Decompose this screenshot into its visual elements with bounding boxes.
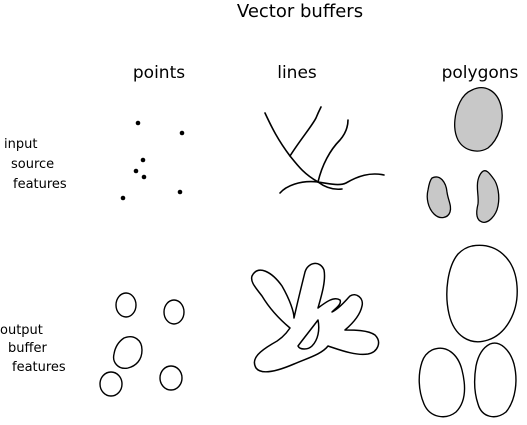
polygon-buffer-large — [446, 244, 518, 343]
output-point-buffers-group — [99, 292, 185, 397]
input-polygon-large — [454, 87, 503, 152]
row-label-input-line-2: source — [11, 157, 54, 172]
row-label-input-line-3: features — [13, 177, 67, 192]
input-line — [279, 173, 385, 194]
input-line — [289, 106, 322, 157]
input-point — [179, 130, 185, 136]
row-label-input: input source features — [4, 137, 67, 192]
row-label-output: output buffer features — [0, 323, 66, 375]
output-line-buffer-group — [250, 262, 380, 373]
input-points-group — [120, 120, 185, 201]
point-buffer — [99, 371, 123, 397]
point-buffer-merged — [112, 336, 143, 369]
input-line — [317, 119, 349, 183]
input-line — [264, 112, 319, 183]
input-point — [140, 157, 146, 163]
column-header-points: points — [133, 63, 185, 83]
input-lines-group — [264, 106, 385, 194]
point-buffer — [115, 292, 137, 318]
point-buffer — [159, 365, 183, 391]
input-point — [133, 168, 139, 174]
input-line — [317, 181, 343, 191]
line-buffer-hole — [297, 319, 320, 350]
input-point — [141, 174, 147, 180]
row-label-output-line-1: output — [0, 323, 43, 338]
line-buffer-outline — [250, 262, 380, 373]
output-polygon-buffers-group — [418, 244, 518, 418]
input-point — [120, 195, 126, 201]
input-polygon-left — [426, 176, 452, 219]
row-label-output-line-3: features — [12, 360, 66, 375]
column-header-lines: lines — [277, 63, 317, 83]
polygon-buffer-left — [418, 347, 466, 418]
input-point — [135, 120, 141, 126]
column-header-polygons: polygons — [442, 63, 519, 83]
input-point — [177, 189, 183, 195]
row-label-input-line-1: input — [4, 137, 37, 152]
input-polygons-group — [426, 87, 503, 223]
point-buffer — [163, 299, 185, 325]
input-polygon-right — [476, 170, 500, 223]
row-label-output-line-2: buffer — [8, 341, 47, 356]
polygon-buffer-right — [473, 342, 517, 418]
diagram-title: Vector buffers — [237, 1, 363, 22]
